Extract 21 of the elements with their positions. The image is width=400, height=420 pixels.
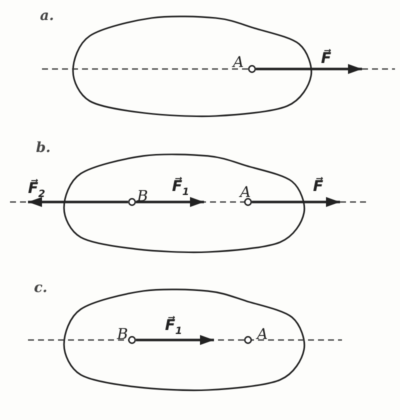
force-arrow bbox=[136, 335, 214, 345]
force-label: F⃗$_{1}$ bbox=[165, 315, 182, 339]
point-label: B bbox=[137, 188, 148, 204]
force-arrow bbox=[252, 197, 340, 207]
rigid-body-outline bbox=[63, 288, 305, 391]
force-arrow bbox=[256, 64, 362, 74]
rigid-body-outline bbox=[63, 153, 305, 253]
force-label: F⃗$_{1}$ bbox=[172, 176, 190, 200]
panel-label: a. bbox=[40, 8, 54, 24]
point-label: A bbox=[233, 54, 244, 70]
panel-label: b. bbox=[36, 140, 51, 156]
point-label: A bbox=[257, 326, 268, 342]
rigid-body-outline bbox=[72, 15, 312, 117]
panel-label: c. bbox=[34, 280, 48, 296]
force-arrow bbox=[136, 197, 204, 207]
force-arrow bbox=[28, 197, 128, 207]
force-label: F⃗ bbox=[313, 176, 324, 196]
force-label: F⃗ bbox=[321, 48, 332, 68]
force-label: F⃗$_{2}$ bbox=[28, 178, 46, 202]
point-label: B bbox=[117, 326, 128, 342]
point-label: A bbox=[240, 184, 251, 200]
